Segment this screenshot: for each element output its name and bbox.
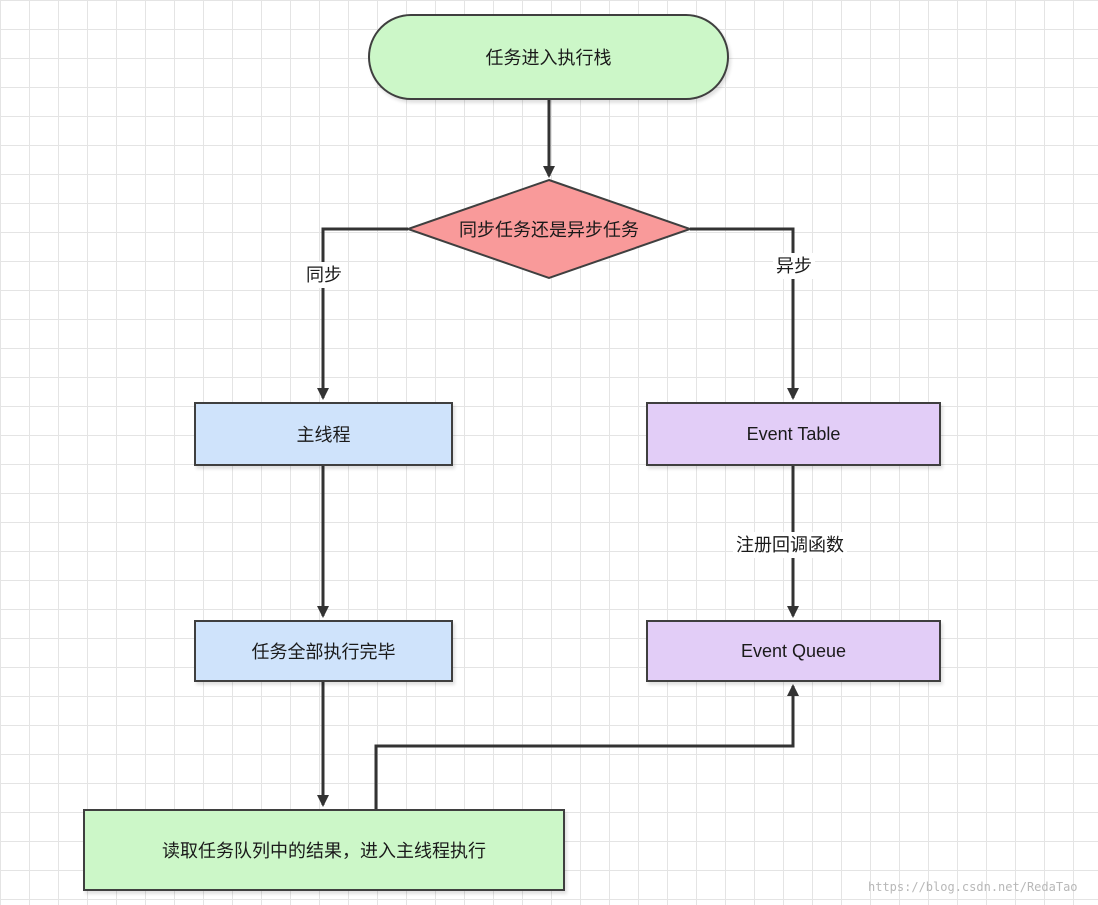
all-done-node: 任务全部执行完毕 — [194, 620, 453, 682]
edge-read-to-queue — [374, 684, 799, 809]
decision-node: 同步任务还是异步任务 — [408, 180, 690, 278]
edge-label-sync: 同步 — [303, 262, 345, 288]
main-thread-node: 主线程 — [194, 402, 453, 466]
start-node-label: 任务进入执行栈 — [485, 48, 612, 68]
edge-decision-to-main-thread — [317, 227, 408, 400]
read-result-label: 读取任务队列中的结果，进入主线程执行 — [162, 841, 486, 861]
decision-node-label: 同步任务还是异步任务 — [459, 220, 639, 240]
edge-decision-to-event-table — [690, 227, 799, 400]
watermark: https://blog.csdn.net/RedaTao — [868, 880, 1078, 894]
all-done-label: 任务全部执行完毕 — [251, 642, 396, 662]
start-node: 任务进入执行栈 — [368, 14, 729, 100]
edge-label-register-callback: 注册回调函数 — [733, 532, 847, 558]
main-thread-label: 主线程 — [296, 425, 351, 445]
read-result-node: 读取任务队列中的结果，进入主线程执行 — [83, 809, 565, 891]
edge-label-async: 异步 — [773, 253, 815, 279]
event-table-label: Event Table — [746, 423, 841, 444]
decision-diamond — [404, 178, 694, 280]
event-queue-node: Event Queue — [646, 620, 941, 682]
event-queue-label: Event Queue — [740, 640, 847, 661]
event-table-node: Event Table — [646, 402, 941, 466]
